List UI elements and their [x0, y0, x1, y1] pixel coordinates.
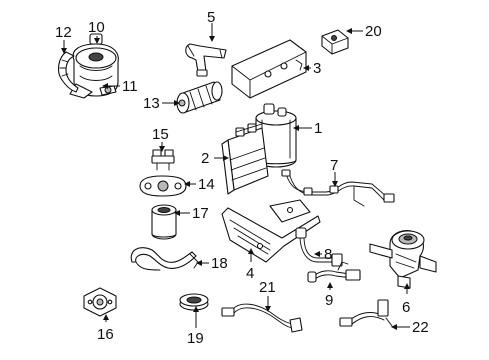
part-grommet-ring	[179, 293, 209, 311]
arrow-9	[327, 282, 333, 288]
callout-3: 3	[313, 60, 321, 77]
part-heat-shield-tray	[221, 199, 321, 263]
arrow-14	[184, 181, 190, 187]
callout-1: 1	[314, 120, 322, 137]
part-hose-18	[130, 247, 199, 271]
part-sensor-8	[295, 227, 343, 267]
arrow-15	[159, 146, 165, 152]
arrow-19	[193, 306, 199, 312]
part-mounting-bolts	[151, 149, 175, 171]
callout-16: 16	[97, 326, 114, 343]
callout-19: 19	[187, 330, 204, 347]
arrow-18	[196, 260, 202, 266]
arrow-21	[265, 306, 271, 312]
arrowheads	[61, 28, 410, 330]
callout-17: 17	[192, 205, 209, 222]
part-flange-plate	[83, 287, 117, 317]
callout-21: 21	[259, 279, 276, 296]
part-sensor-9	[307, 261, 361, 283]
arrow-3	[303, 65, 309, 71]
part-pressure-sensor	[321, 29, 349, 55]
callout-14: 14	[198, 176, 215, 193]
callout-labels: 1 2 3 4 5 6 7 8 9 10 11 12 13 14 15 16 1…	[55, 9, 429, 347]
callout-4: 4	[246, 265, 254, 282]
callout-12: 12	[55, 24, 72, 41]
arrow-22	[391, 324, 397, 330]
arrow-1	[293, 125, 299, 131]
callout-10: 10	[88, 19, 105, 36]
part-pump-hose	[57, 51, 79, 93]
callout-13: 13	[143, 95, 160, 112]
arrow-8	[314, 251, 320, 257]
callout-8: 8	[324, 246, 332, 263]
part-purge-valve	[369, 229, 437, 289]
arrow-5	[209, 36, 215, 42]
callout-18: 18	[211, 255, 228, 272]
callout-5: 5	[207, 9, 215, 26]
part-wiring-harness	[281, 169, 395, 207]
part-vapor-canister-box	[221, 123, 269, 195]
arrow-10	[94, 38, 100, 44]
arrow-16	[103, 314, 109, 320]
callout-20: 20	[365, 23, 382, 40]
callout-22: 22	[412, 319, 429, 336]
callout-11: 11	[122, 78, 138, 95]
callout-2: 2	[201, 150, 209, 167]
callout-15: 15	[152, 126, 169, 143]
callout-7: 7	[330, 157, 338, 174]
arrow-4	[248, 248, 254, 254]
part-vent-hose	[185, 43, 227, 77]
arrow-12	[61, 48, 67, 54]
part-fuel-filter	[176, 81, 223, 114]
arrow-2	[223, 155, 229, 161]
part-leak-detection-pump	[69, 33, 119, 99]
arrow-7	[332, 181, 338, 187]
arrow-6	[404, 283, 410, 289]
part-oxygen-sensor-21	[221, 303, 303, 333]
part-mounting-bracket	[231, 39, 307, 99]
callout-9: 9	[325, 292, 333, 309]
part-gasket-plate	[139, 175, 187, 197]
part-oxygen-sensor-22	[339, 299, 393, 327]
arrow-17	[174, 210, 180, 216]
arrow-20	[346, 28, 352, 34]
callout-6: 6	[402, 299, 410, 316]
arrow-11	[102, 83, 108, 89]
part-grommet	[151, 204, 177, 240]
arrow-13	[174, 100, 180, 106]
